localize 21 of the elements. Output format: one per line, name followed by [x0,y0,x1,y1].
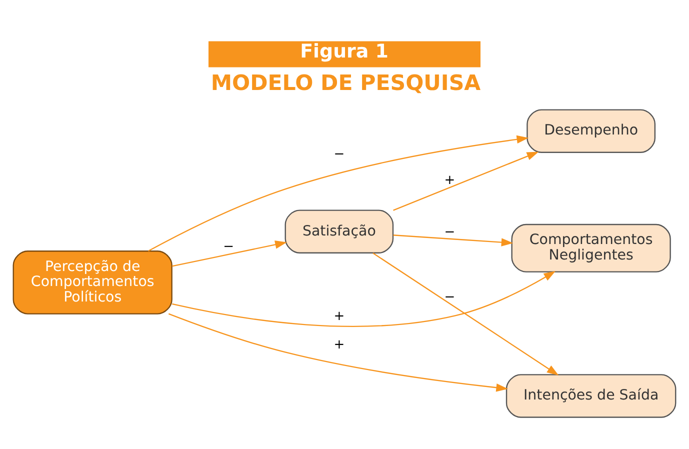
node-box: Desempenho [526,109,656,153]
arrow [372,252,559,376]
edge-label: + [444,173,456,188]
node-box: Percepção de Comportamentos Políticos [12,250,172,314]
arrow [172,271,556,327]
edge-label: + [334,337,345,352]
edge-label: − [223,239,234,254]
node-box: Intenções de Saída [506,374,676,418]
arrow [393,234,514,246]
edge-label: − [444,225,456,240]
edge-label: − [444,290,456,306]
edge-label: − [334,147,345,162]
node-box: Satisfação [284,210,394,254]
arrow [172,240,287,267]
edge-label: + [334,309,345,324]
node-box: Comportamentos Negligentes [511,224,671,272]
arrow [393,152,539,211]
diagram-title: Figura 1 [300,40,388,63]
arrow [148,135,529,252]
arrow [168,313,508,392]
caption: MODELO DE PESQUISA [210,71,481,96]
